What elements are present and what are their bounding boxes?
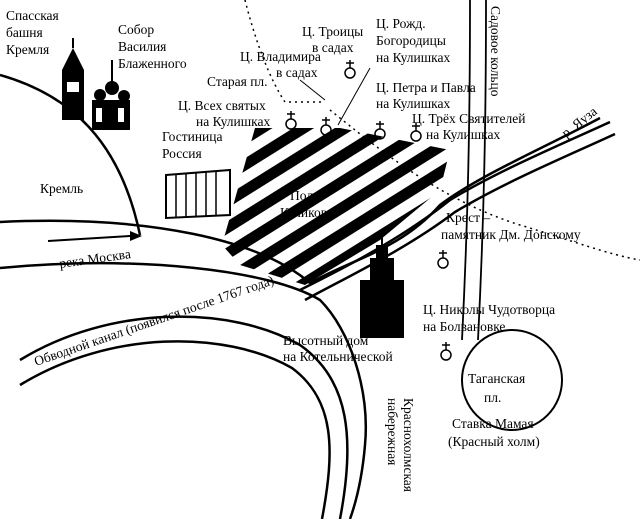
- label-kreml: Кремль: [40, 181, 83, 196]
- krest-monument-icon: [437, 250, 449, 269]
- label-troitsy-2: в садах: [312, 40, 354, 55]
- vladimira-leader-line: [299, 79, 326, 101]
- label-nikoly-2: на Болвановке: [423, 319, 505, 334]
- sadovoe-koltso-line-1: [461, 0, 471, 341]
- yauza-river: [299, 120, 611, 292]
- label-tryokh-2: на Кулишках: [426, 127, 500, 142]
- label-taganskaya-1: Таганская: [468, 371, 525, 386]
- label-naberezhnaya-1: Краснохолмская: [401, 398, 416, 492]
- label-spasskaya-1: Спасская: [6, 8, 59, 23]
- label-sobor-2: Василия: [118, 39, 166, 54]
- label-vladimira-1: Ц. Владимира: [240, 49, 321, 64]
- label-petra-1: Ц. Петра и Павла: [376, 80, 476, 95]
- church-vladimira-icon: [320, 117, 332, 136]
- label-naberezhnaya-2: набережная: [385, 398, 400, 465]
- label-stavka-1: Ставка Мамая: [452, 416, 534, 431]
- label-reka-moskva: река Москва: [58, 246, 131, 271]
- yauza-river-bank: [304, 132, 616, 302]
- label-vysotny-2: на Котельнической: [283, 349, 393, 364]
- hotel-rossiya-icon: [165, 168, 231, 220]
- label-petra-2: на Кулишках: [376, 96, 450, 111]
- label-sobor-3: Блаженного: [118, 56, 187, 71]
- sadovoe-koltso-line-2: [477, 0, 487, 341]
- flow-arrow-1: [47, 235, 131, 242]
- moskva-river-south-bank: [0, 262, 367, 519]
- label-troitsy-1: Ц. Троицы: [302, 24, 363, 39]
- label-rozhd-3: на Кулишках: [376, 50, 450, 65]
- label-hotel-2: Россия: [162, 146, 202, 161]
- label-krest-1: Крест –: [446, 210, 490, 225]
- label-vladimira-2: в садах: [276, 65, 318, 80]
- label-sadovoe-koltso: Садовое кольцо: [488, 6, 503, 97]
- label-vsekh-svyatykh-2: на Кулишках: [196, 114, 270, 129]
- rozhd-leader-line: [337, 67, 371, 126]
- church-vsekh-svyatykh-icon: [285, 111, 297, 130]
- church-nikoly-icon: [440, 342, 452, 361]
- church-tryokh-icon: [410, 123, 422, 142]
- label-pole-2: Куликово: [280, 205, 334, 220]
- label-stavka-2: (Красный холм): [448, 434, 540, 449]
- label-hotel-1: Гостиница: [162, 129, 223, 144]
- label-krest-2: памятник Дм. Донскому: [441, 227, 581, 242]
- label-vysotny-1: Высотный дом: [283, 333, 369, 348]
- kremlin-wall-line: [0, 73, 142, 236]
- spasskaya-tower-icon: [62, 38, 84, 120]
- flow-arrow-1-head: [130, 231, 142, 241]
- church-troitsy-icon: [344, 60, 356, 79]
- label-nikoly-1: Ц. Николы Чудотворца: [423, 302, 555, 317]
- label-rozhd-1: Ц. Рожд.: [376, 16, 426, 31]
- obvodnoy-canal-inner: [19, 340, 331, 519]
- label-spasskaya-3: Кремля: [6, 42, 49, 57]
- label-pole-1: Поле: [290, 188, 319, 203]
- label-obvodnoy: Обводной канал (появился после 1767 года…: [32, 272, 276, 368]
- church-petra-icon: [374, 121, 386, 140]
- obvodnoy-canal-outer: [19, 315, 349, 519]
- label-sobor-1: Собор: [118, 22, 154, 37]
- skyscraper-icon: [360, 230, 404, 338]
- taganskaya-circle: [461, 329, 563, 431]
- st-basil-cathedral-icon: [92, 60, 130, 130]
- label-tryokh-1: Ц. Трёх Святителей: [412, 111, 525, 126]
- label-taganskaya-2: пл.: [484, 390, 501, 405]
- label-vsekh-svyatykh-1: Ц. Всех святых: [178, 98, 266, 113]
- label-rozhd-2: Богородицы: [376, 33, 446, 48]
- label-staraya-pl: Старая пл.: [207, 74, 268, 89]
- label-spasskaya-2: башня: [6, 25, 43, 40]
